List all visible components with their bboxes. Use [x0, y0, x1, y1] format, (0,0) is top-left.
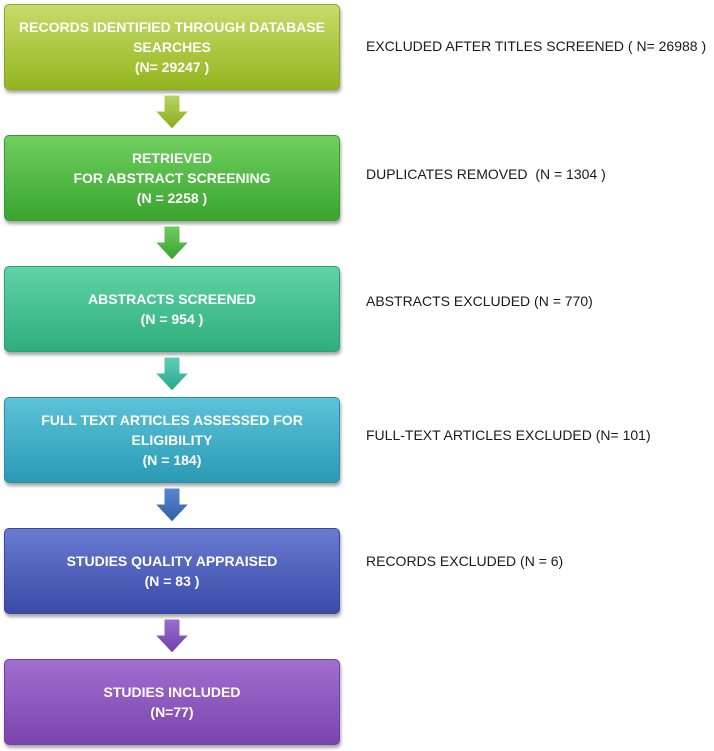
step-text-line: (N=77): [150, 704, 194, 720]
step-text-line: FULL TEXT ARTICLES ASSESSED FOR: [41, 412, 303, 428]
step-box-full-text-assessed: FULL TEXT ARTICLES ASSESSED FOR ELIGIBILI…: [4, 397, 340, 483]
step-text-line: RETRIEVED: [131, 150, 213, 166]
step-text-line: ABSTRACTS SCREENED: [87, 291, 256, 307]
down-arrow-icon: [154, 94, 190, 130]
step-text-line: (N = 184): [142, 452, 202, 468]
down-arrow-icon: [154, 618, 190, 654]
step-text-line: RECORDS IDENTIFIED THROUGH DATABASE: [19, 19, 325, 35]
exclusion-records-excluded: RECORDS EXCLUDED (N = 6): [366, 553, 564, 569]
step-text-line: (N = 2258 ): [136, 190, 208, 206]
step-text-line: (N = 954 ): [140, 311, 204, 327]
step-box-retrieved-for-abstract: RETRIEVED FOR ABSTRACT SCREENING (N = 2258…: [4, 135, 340, 221]
step-text-line: (N = 83 ): [144, 573, 200, 589]
exclusion-titles-excluded: EXCLUDED AFTER TITLES SCREENED ( N= 2698…: [366, 38, 707, 54]
step-text-line: STUDIES INCLUDED: [103, 684, 241, 700]
step-box-records-identified: RECORDS IDENTIFIED THROUGH DATABASE SEARC…: [4, 4, 340, 90]
step-text-line: STUDIES QUALITY APPRAISED: [66, 553, 278, 569]
step-text-line: ELIGIBILITY: [131, 432, 213, 448]
step-text-line: SEARCHES: [133, 39, 211, 55]
step-box-studies-included: STUDIES INCLUDED (N=77): [4, 659, 340, 745]
step-text-line: (N= 29247 ): [134, 59, 210, 75]
exclusion-full-text-excluded: FULL-TEXT ARTICLES EXCLUDED (N= 101): [366, 427, 651, 443]
exclusion-duplicates-removed: DUPLICATES REMOVED (N = 1304 ): [366, 166, 606, 182]
down-arrow-icon: [154, 487, 190, 523]
step-box-abstracts-screened: ABSTRACTS SCREENED (N = 954 ): [4, 266, 340, 352]
step-box-quality-appraised: STUDIES QUALITY APPRAISED (N = 83 ): [4, 528, 340, 614]
step-text-line: FOR ABSTRACT SCREENING: [73, 170, 271, 186]
down-arrow-icon: [154, 356, 190, 392]
down-arrow-icon: [154, 225, 190, 261]
exclusion-abstracts-excluded: ABSTRACTS EXCLUDED (N = 770): [366, 293, 593, 309]
